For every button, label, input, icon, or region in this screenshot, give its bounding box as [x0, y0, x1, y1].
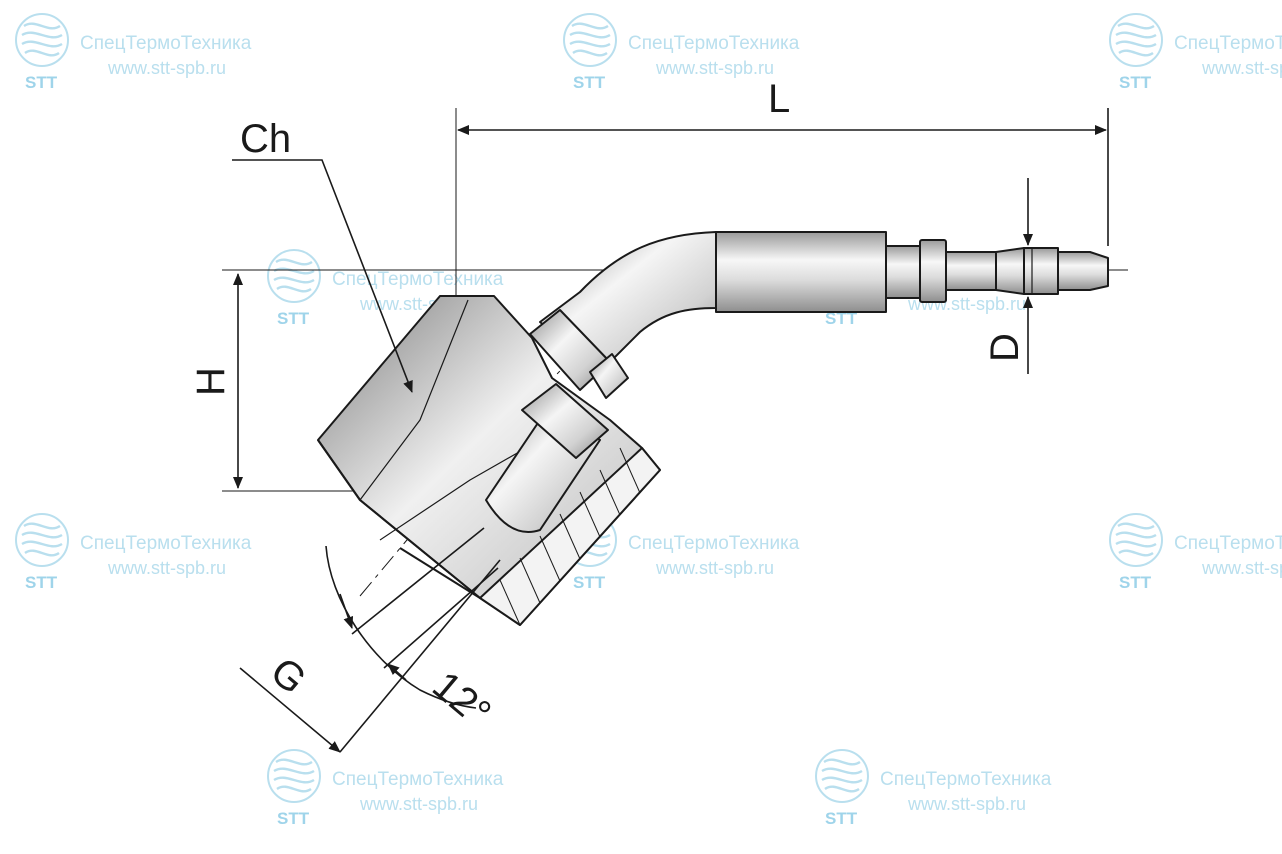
- watermark-tile: STT СпецТермоТехника www.stt-spb.ru: [14, 512, 252, 592]
- watermark-brand: СпецТермоТехника: [80, 533, 252, 554]
- hex-label: Ch: [240, 117, 291, 161]
- watermark-logo-text: STT: [277, 809, 310, 828]
- watermark-brand: СпецТермоТехника: [1174, 533, 1282, 554]
- watermark-logo-text: STT: [573, 573, 606, 592]
- watermark-logo-text: STT: [825, 309, 858, 328]
- watermark-tile: STT СпецТермоТехника www.stt-spb.ru: [814, 748, 1052, 828]
- height-label: H: [189, 367, 233, 396]
- elbow-tube: [485, 231, 717, 533]
- watermark-url: www.stt-spb.ru: [1201, 558, 1282, 578]
- watermark-brand: СпецТермоТехника: [880, 769, 1052, 790]
- watermark-logo-text: STT: [1119, 573, 1152, 592]
- stt-logo-icon: [14, 12, 70, 68]
- stt-logo-icon: [266, 748, 322, 804]
- angle-label: 12°: [424, 663, 499, 736]
- watermark-tile: STT СпецТермоТехника www.stt-spb.ru: [1108, 12, 1282, 92]
- hex-nut: [317, 295, 661, 626]
- watermark-tile: STT СпецТермоТехника www.stt-spb.ru: [562, 512, 800, 592]
- watermark-url: www.stt-spb.ru: [655, 558, 774, 578]
- watermark-logo-text: STT: [25, 73, 58, 92]
- watermark-brand: СпецТермоТехника: [332, 269, 504, 290]
- watermark-logo-text: STT: [277, 309, 310, 328]
- watermark-tile: STT СпецТермоТехника www.stt-spb.ru: [1108, 512, 1282, 592]
- watermark-tile: STT СпецТермоТехника www.stt-spb.ru: [14, 12, 252, 92]
- watermark-url: www.stt-spb.ru: [107, 58, 226, 78]
- watermark-brand: СпецТермоТехника: [628, 33, 800, 54]
- watermark-tile: STT СпецТермоТехника www.stt-spb.ru: [266, 748, 504, 828]
- diameter-label: D: [983, 333, 1027, 362]
- watermark-url: www.stt-spb.ru: [655, 58, 774, 78]
- watermark-logo-text: STT: [573, 73, 606, 92]
- thread-label: G: [262, 649, 314, 703]
- ferrule: [715, 231, 1109, 313]
- stt-logo-icon: [1108, 512, 1164, 568]
- watermark-url: www.stt-spb.ru: [907, 794, 1026, 814]
- watermark-brand: СпецТермоТехника: [332, 769, 504, 790]
- stt-logo-icon: [1108, 12, 1164, 68]
- stt-logo-icon: [562, 12, 618, 68]
- stt-logo-icon: [14, 512, 70, 568]
- watermark-url: www.stt-spb.ru: [359, 794, 478, 814]
- watermark-brand: СпецТермоТехника: [1174, 33, 1282, 54]
- watermark-logo-text: STT: [825, 809, 858, 828]
- watermarks: STTСпецТермоТехникаwww.stt-spb.ruSTTСпец…: [14, 12, 1282, 828]
- watermark-brand: СпецТермоТехника: [80, 33, 252, 54]
- watermark-url: www.stt-spb.ru: [107, 558, 226, 578]
- stt-logo-icon: [266, 248, 322, 304]
- watermark-url: www.stt-spb.ru: [1201, 58, 1282, 78]
- watermark-tile: STT СпецТермоТехника www.stt-spb.ru: [562, 12, 800, 92]
- watermark-logo-text: STT: [25, 573, 58, 592]
- stt-logo-icon: [814, 748, 870, 804]
- watermark-brand: СпецТермоТехника: [628, 533, 800, 554]
- dimensions: [232, 108, 1109, 753]
- watermark-logo-text: STT: [1119, 73, 1152, 92]
- length-label: L: [768, 77, 790, 121]
